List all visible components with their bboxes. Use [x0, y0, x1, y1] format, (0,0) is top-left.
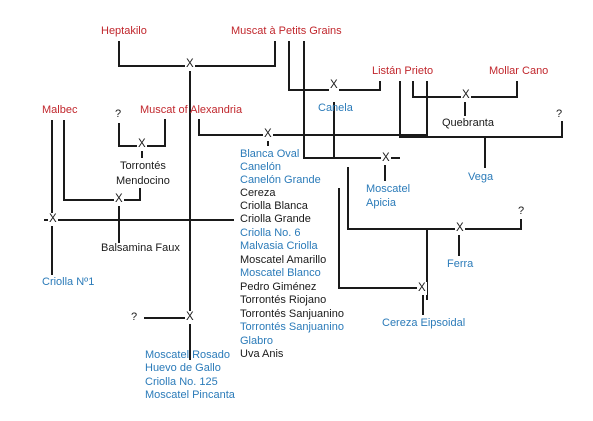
unknown-parent-marker: ?: [131, 311, 138, 323]
connector-line: [338, 188, 427, 289]
variety-moscatel-apicia-line1: Moscatel: [366, 183, 411, 195]
cross-marker: X: [114, 193, 124, 206]
variety-blanca-oval: Blanca Oval: [240, 148, 300, 160]
variety-moscatel-amarillo: Moscatel Amarillo: [240, 254, 327, 266]
ancestor-heptakilo: Heptakilo: [101, 25, 147, 37]
variety-torrontes-sanjuanino: Torrontés Sanjuanino: [240, 308, 344, 320]
variety-torrontes-mendocino-line2: Mendocino: [116, 175, 170, 187]
variety-criolla-no125: Criolla No. 125: [145, 376, 218, 388]
connector-line: [399, 81, 563, 138]
variety-moscatel-rosado: Moscatel Rosado: [145, 349, 230, 361]
cross-marker: X: [455, 222, 465, 235]
cross-marker: X: [461, 89, 471, 102]
connector-line: [63, 120, 141, 201]
variety-canela: Canela: [318, 102, 353, 114]
variety-criolla-no1: Criolla Nº1: [42, 276, 95, 288]
cross-marker: X: [185, 311, 195, 324]
variety-canelon: Canelón: [240, 161, 281, 173]
variety-torrontes-riojano: Torrontés Riojano: [240, 294, 327, 306]
variety-moscatel-blanco: Moscatel Blanco: [240, 267, 321, 279]
unknown-parent-marker: ?: [556, 108, 563, 120]
connector-line: [303, 41, 400, 159]
ancestor-mollar-cano: Mollar Cano: [489, 65, 549, 77]
ancestor-listan-prieto: Listán Prieto: [372, 65, 434, 77]
variety-criolla-grande: Criolla Grande: [240, 213, 311, 225]
variety-ferra: Ferra: [447, 258, 474, 270]
variety-pedro-gimenez: Pedro Giménez: [240, 281, 317, 293]
unknown-parent-marker: ?: [115, 108, 122, 120]
ancestor-malbec: Malbec: [42, 104, 78, 116]
variety-uva-anis: Uva Anis: [240, 348, 284, 360]
cross-marker: X: [137, 138, 147, 151]
variety-moscatel-pincanta: Moscatel Pincanta: [145, 389, 235, 401]
variety-malvasia-criolla: Malvasia Criolla: [240, 240, 318, 252]
connector-line: [347, 167, 522, 230]
variety-torrontes-sanjuanino-glabro-line2: Glabro: [240, 335, 274, 347]
cross-marker: X: [417, 282, 427, 295]
cross-marker: X: [48, 213, 58, 226]
variety-cereza-eipsoidal: Cereza Eipsoidal: [382, 317, 466, 329]
cross-marker: X: [263, 128, 273, 141]
variety-cereza: Cereza: [240, 187, 276, 199]
variety-balsamina-faux: Balsamina Faux: [101, 242, 180, 254]
variety-torrontes-mendocino-line1: Torrontés: [120, 160, 166, 172]
variety-torrontes-sanjuanino-glabro-line1: Torrontés Sanjuanino: [240, 321, 344, 333]
variety-criolla-no6: Criolla No. 6: [240, 227, 301, 239]
variety-vega: Vega: [468, 171, 494, 183]
ancestor-muscat-of-alexandria: Muscat of Alexandria: [140, 104, 243, 116]
ancestor-muscat-petits-grains: Muscat à Petits Grains: [231, 25, 342, 37]
unknown-parent-marker: ?: [518, 205, 525, 217]
variety-quebranta: Quebranta: [442, 117, 494, 129]
variety-criolla-blanca: Criolla Blanca: [240, 200, 308, 212]
cross-marker: X: [185, 58, 195, 71]
connector-line: [118, 41, 276, 67]
variety-canelon-grande: Canelón Grande: [240, 174, 321, 186]
cross-marker: X: [329, 79, 339, 92]
variety-moscatel-apicia-line2: Apicia: [366, 197, 396, 209]
cross-marker: X: [381, 152, 391, 165]
connector-line: [198, 81, 428, 136]
variety-huevo-de-gallo: Huevo de Gallo: [145, 362, 221, 374]
